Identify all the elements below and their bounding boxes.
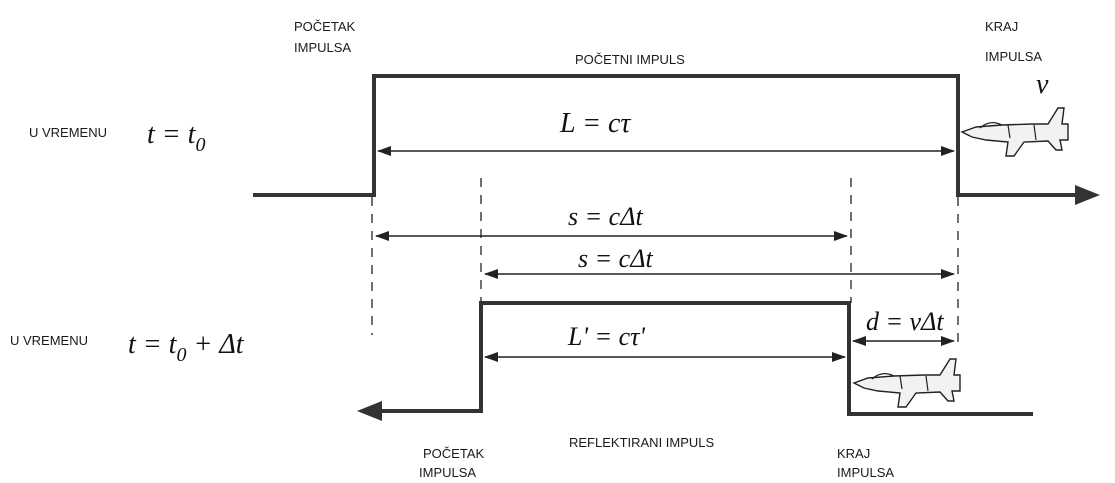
equation-s-top: s = cΔt [568, 202, 643, 231]
initial-pulse-waveform [253, 74, 1085, 197]
initial-pulse-arrow [1075, 185, 1100, 205]
label-time-top: U VREMENU [29, 125, 107, 140]
label-start-bottom: POČETAK [423, 446, 484, 461]
reflected-pulse-arrow [357, 401, 382, 421]
label-end-bottom-2: IMPULSA [837, 465, 894, 480]
equation-time-bottom: t = t0 + Δt [128, 329, 245, 366]
label-end-bottom: KRAJ [837, 446, 870, 461]
label-time-bottom: U VREMENU [10, 333, 88, 348]
equation-L: L = cτ [559, 108, 631, 139]
jet-plane-icon [961, 107, 1069, 157]
equation-s-bottom: s = cΔt [578, 244, 653, 273]
equation-d: d = vΔt [866, 307, 944, 336]
label-start-top: POČETAK [294, 19, 355, 34]
label-end-top: KRAJ [985, 19, 1018, 34]
label-start-top-2: IMPULSA [294, 40, 351, 55]
label-velocity-v: v [1036, 69, 1049, 100]
equation-time-top: t = t0 [147, 119, 205, 156]
label-initial-pulse: POČETNI IMPULS [575, 52, 685, 67]
equation-L-prime: L' = cτ' [567, 322, 645, 351]
jet-plane-icon [853, 358, 961, 408]
label-end-top-2: IMPULSA [985, 49, 1042, 64]
label-reflected-pulse: REFLEKTIRANI IMPULS [569, 435, 715, 450]
label-start-bottom-2: IMPULSA [419, 465, 476, 480]
reflected-pulse-waveform [372, 301, 1033, 416]
